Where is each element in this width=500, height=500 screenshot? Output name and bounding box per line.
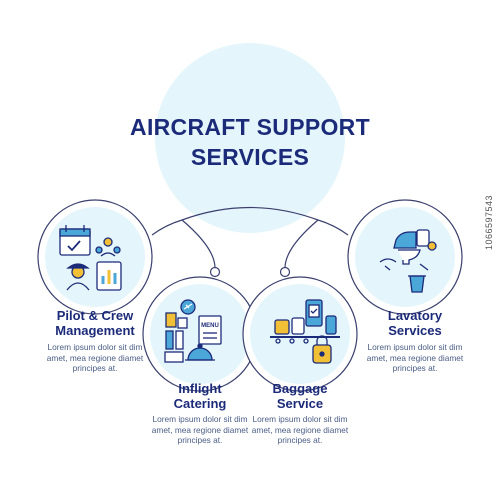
description-line: Lorem ipsum dolor sit dim — [152, 414, 248, 424]
label-line: Services — [388, 323, 442, 338]
description-line: amet, mea regione diamet — [366, 352, 464, 363]
title-line: AIRCRAFT SUPPORT — [130, 114, 370, 140]
label-line: Pilot & Crew — [56, 308, 134, 323]
diagram-title: AIRCRAFT SUPPORT SERVICES — [100, 112, 400, 172]
description-line: Lorem ipsum dolor sit dim — [252, 414, 348, 424]
pilot-crew-icon — [59, 225, 122, 291]
pilot-crew-label: Pilot & Crew Management — [25, 308, 165, 338]
description-line: principes at. — [177, 435, 223, 445]
catering-label: Inflight Catering — [130, 381, 270, 411]
label-line: Service — [276, 396, 324, 411]
connector-dots — [209, 266, 291, 278]
catering-icon: MENU — [164, 299, 222, 363]
lavatory-icon — [379, 229, 437, 293]
baggage-label: Baggage Service — [230, 381, 370, 411]
baggage-description: Lorem ipsum dolor sit dim amet, mea regi… — [230, 414, 370, 446]
pilot-crew-description: Lorem ipsum dolor sit dim amet, mea regi… — [25, 342, 165, 374]
description-line: Lorem ipsum dolor sit dim — [367, 342, 463, 352]
lavatory-label: Lavatory Services — [345, 308, 485, 338]
label-line: Catering — [173, 396, 227, 411]
catering-description: Lorem ipsum dolor sit dim amet, mea regi… — [130, 414, 270, 446]
connector-lines — [151, 206, 349, 269]
node-pilot-crew — [37, 199, 153, 315]
label-line: Lavatory — [387, 308, 443, 323]
label-line: Management — [55, 323, 135, 338]
description-line: amet, mea regione diamet — [251, 424, 349, 435]
description-line: Lorem ipsum dolor sit dim — [47, 342, 143, 352]
description-line: amet, mea regione diamet — [46, 352, 144, 363]
description-line: principes at. — [72, 363, 118, 373]
stock-id-watermark: 1066597543 — [484, 194, 494, 250]
title-circle — [155, 43, 345, 233]
menu-board-text: MENU — [201, 323, 219, 329]
label-line: Inflight — [178, 381, 222, 396]
baggage-icon — [270, 299, 340, 364]
label-line: Baggage — [272, 381, 328, 396]
description-line: principes at. — [392, 363, 438, 373]
description-line: amet, mea regione diamet — [151, 424, 249, 435]
description-line: principes at. — [277, 435, 323, 445]
lavatory-description: Lorem ipsum dolor sit dim amet, mea regi… — [345, 342, 485, 374]
title-line: SERVICES — [190, 144, 310, 170]
